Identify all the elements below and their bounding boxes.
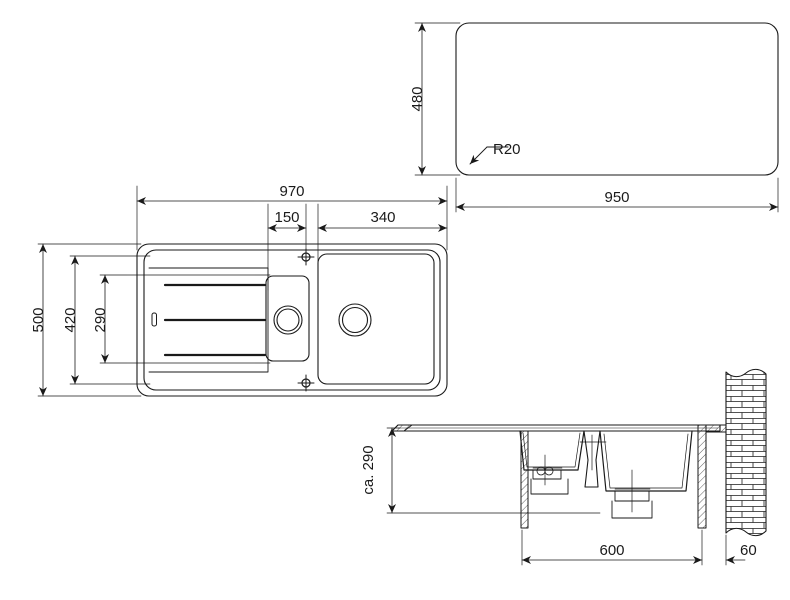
dimension-290-top: [99, 274, 271, 364]
worktop-wall-joint: [705, 424, 727, 433]
overflow-slot: [151, 312, 157, 327]
top-view-sink: [136, 185, 448, 397]
label-480: 480: [409, 86, 426, 111]
label-970: 970: [279, 183, 304, 200]
tap-hole-marker-bottom: [297, 374, 315, 392]
small-bowl-drain-inner: [276, 308, 300, 332]
section-small-bowl: [519, 430, 585, 471]
cabinet-left-panel: [520, 430, 529, 529]
label-420: 420: [62, 307, 79, 332]
small-bowl-waste-body: [530, 478, 569, 495]
section-small-bowl-inner: [522, 432, 581, 468]
large-bowl: [317, 253, 435, 385]
dimension-500: [37, 243, 142, 397]
dimension-420: [69, 255, 151, 385]
sink-inner-rim: [143, 249, 441, 391]
label-60: 60: [740, 542, 757, 559]
dimension-950: [455, 177, 779, 213]
radius-leader-line: [469, 146, 488, 165]
cabinet-right-panel: [697, 424, 707, 529]
label-150: 150: [274, 209, 299, 226]
label-600: 600: [599, 542, 624, 559]
section-view: [386, 368, 767, 566]
dimension-ca-290: [386, 427, 601, 514]
dimension-480: [414, 22, 461, 176]
dimension-60: [725, 534, 746, 566]
small-bowl-waste-flange: [532, 469, 562, 480]
large-bowl-drain-outer: [338, 303, 372, 337]
cutout-view: [455, 22, 779, 176]
dimension-600: [521, 529, 703, 566]
section-large-bowl: [599, 430, 693, 492]
large-bowl-waste-body: [611, 500, 653, 519]
label-500: 500: [30, 307, 47, 332]
label-950: 950: [604, 189, 629, 206]
drainboard-field: [148, 267, 269, 373]
section-bowl-divider: [583, 430, 601, 488]
section-large-bowl-inner: [603, 433, 689, 489]
cutout-rectangle: [455, 22, 779, 176]
small-bowl-drain-outer: [273, 305, 303, 335]
large-bowl-drain-inner: [341, 306, 369, 334]
masonry-wall: [725, 368, 767, 537]
label-290: 290: [92, 307, 109, 332]
label-340: 340: [370, 209, 395, 226]
label-ca-290: ca. 290: [360, 445, 377, 494]
small-bowl: [265, 275, 310, 362]
label-r20: R20: [493, 141, 521, 158]
sink-outer-flange: [136, 243, 448, 397]
